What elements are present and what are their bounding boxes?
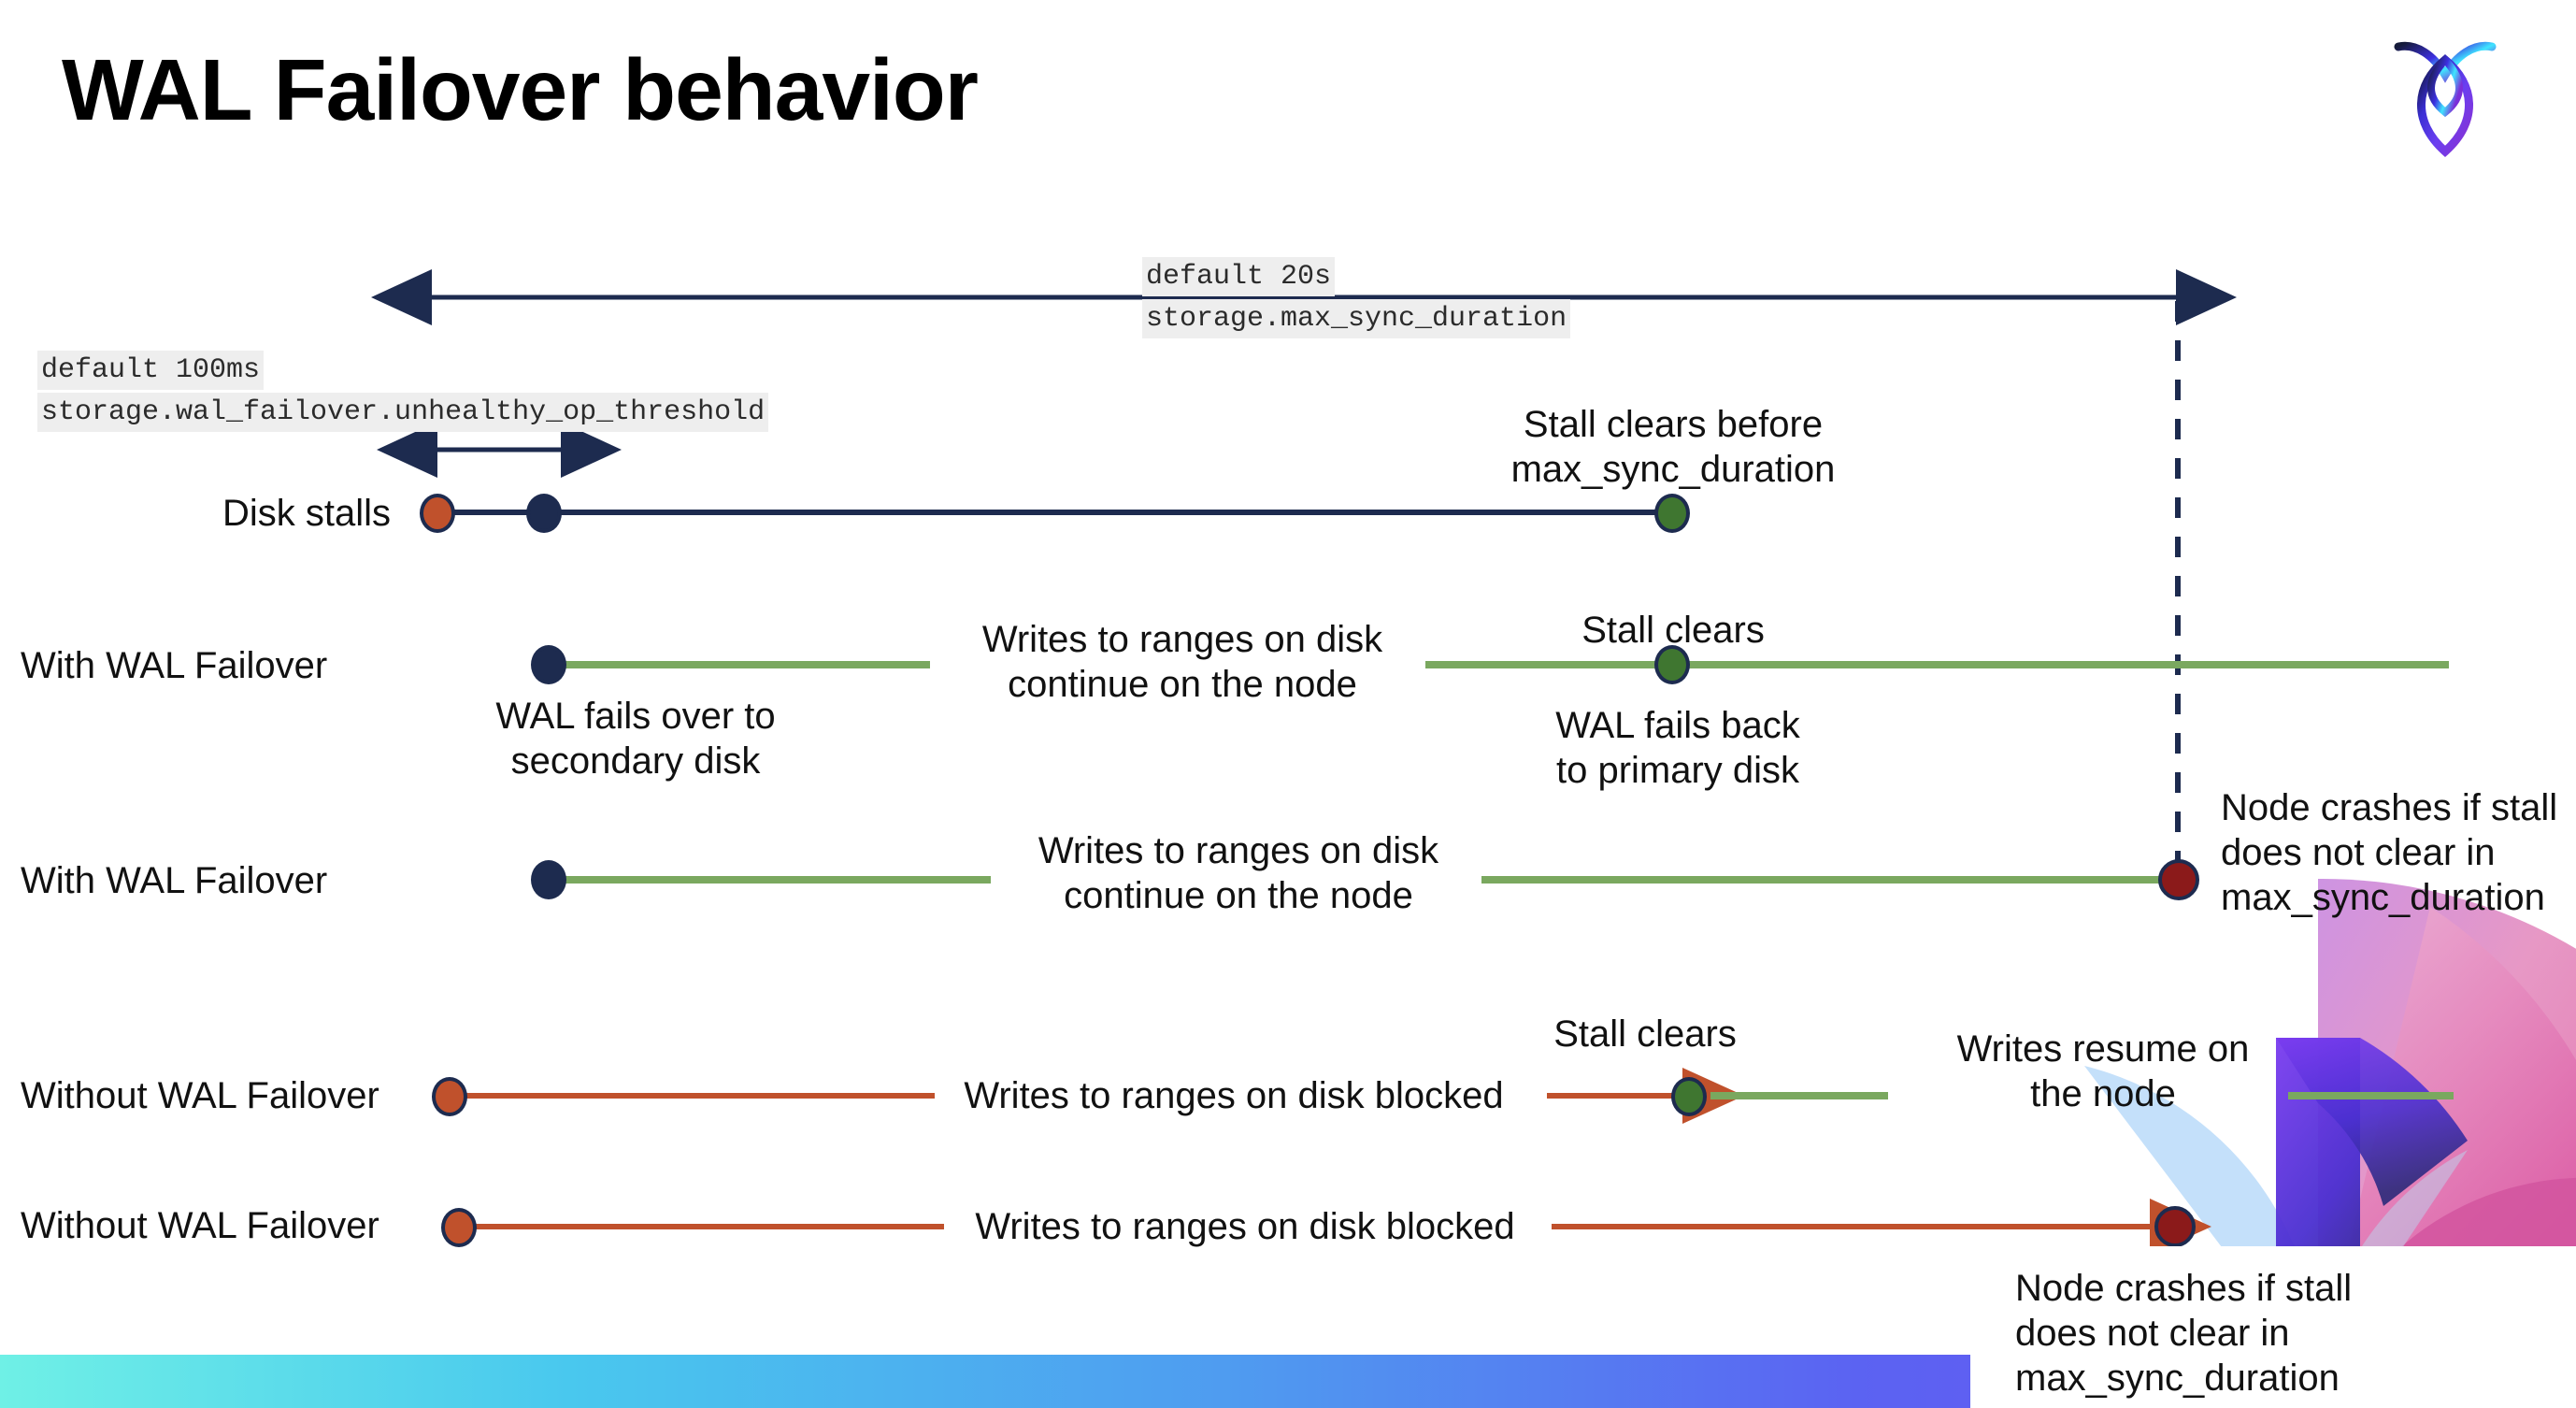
annotation-writes-blocked-row5: Writes to ranges on disk blocked <box>975 1206 1515 1247</box>
stall-clear-dot-row2 <box>1654 645 1690 684</box>
stall-start-dot-row1 <box>420 494 455 533</box>
annotation-writes-continue-row2: Writes to ranges on disk continue on the… <box>981 619 1383 705</box>
stall-start-dot-row5 <box>441 1208 477 1247</box>
annotation-wal-fails-over: WAL fails over to secondary disk <box>495 696 776 782</box>
failover-dot-row1 <box>526 494 562 533</box>
annotation-wal-fails-back: WAL fails back to primary disk <box>1555 705 1800 791</box>
annotation-writes-resume: Writes resume on the node <box>1956 1028 2250 1114</box>
annotation-writes-blocked-row4: Writes to ranges on disk blocked <box>964 1075 1504 1116</box>
unhealthy-op-threshold-default-chip: default 100ms <box>37 351 265 390</box>
stall-clear-dot-row4 <box>1671 1077 1707 1116</box>
row-label-without-wal-failover-1: Without WAL Failover <box>21 1075 379 1116</box>
row-label-without-wal-failover-2: Without WAL Failover <box>21 1205 379 1246</box>
row-label-disk-stalls: Disk stalls <box>222 493 392 534</box>
annotation-stall-clears-before: Stall clears before max_sync_duration <box>1510 404 1836 490</box>
cockroachdb-logo-icon <box>2389 26 2501 166</box>
max-sync-duration-name-chip: storage.max_sync_duration <box>1142 299 1571 338</box>
annotation-writes-continue-row3: Writes to ranges on disk continue on the… <box>1038 830 1439 916</box>
failover-dot-row3 <box>531 860 566 899</box>
node-crash-dot-row3 <box>2158 859 2199 900</box>
page-title: WAL Failover behavior <box>62 41 979 138</box>
annotation-node-crashes-row3: Node crashes if stall does not clear in … <box>2221 787 2558 918</box>
stall-start-dot-row4 <box>432 1077 467 1116</box>
max-sync-duration-default-chip: default 20s <box>1142 257 1336 296</box>
stall-clear-dot-row1 <box>1654 494 1690 533</box>
row-label-with-wal-failover-2: With WAL Failover <box>21 860 328 901</box>
node-crash-dot-row5 <box>2154 1206 2196 1247</box>
failover-dot-row2 <box>531 645 566 684</box>
unhealthy-op-threshold-name-chip: storage.wal_failover.unhealthy_op_thresh… <box>37 393 769 432</box>
annotation-stall-clears-row2: Stall clears <box>1581 610 1765 651</box>
annotation-node-crashes-row5: Node crashes if stall does not clear in … <box>2015 1268 2353 1399</box>
crash-callout-box <box>1970 1246 2576 1408</box>
annotation-stall-clears-row4: Stall clears <box>1553 1013 1737 1055</box>
row-label-with-wal-failover-1: With WAL Failover <box>21 645 328 686</box>
